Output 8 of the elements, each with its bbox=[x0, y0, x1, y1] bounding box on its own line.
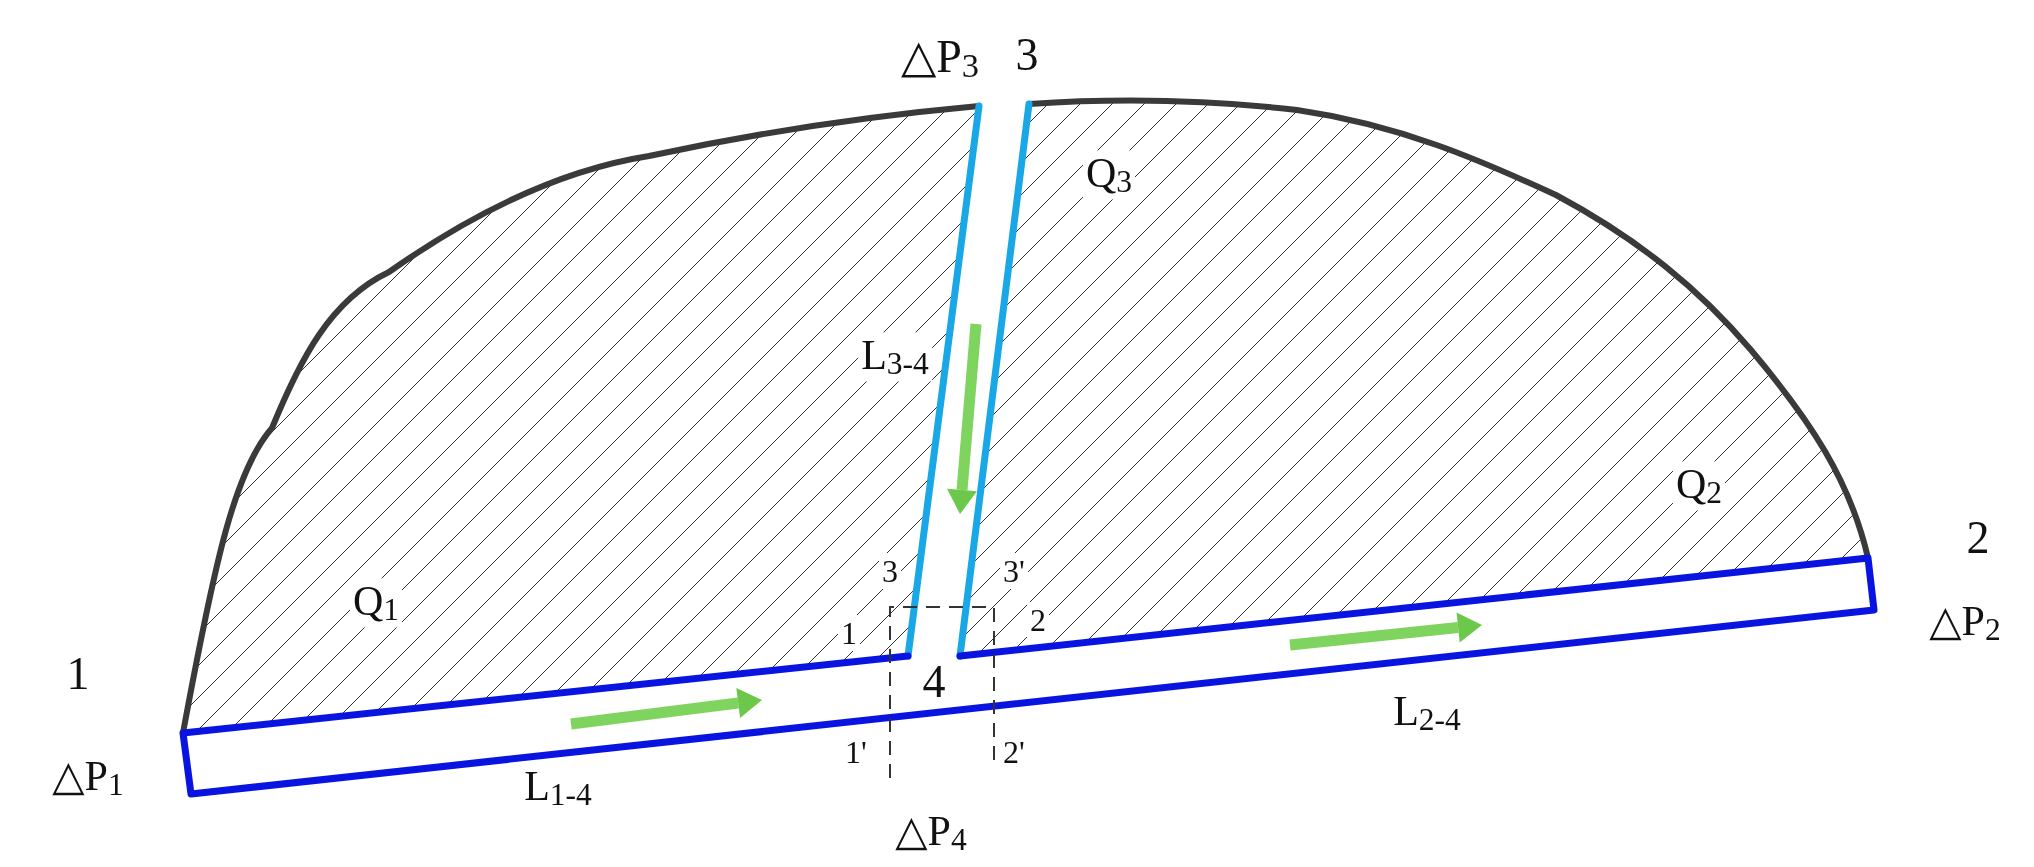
point-label: Q$_{2}$ bbox=[1672, 461, 1726, 511]
point-label: 3' bbox=[1000, 553, 1028, 589]
point-label: 1 bbox=[838, 615, 860, 651]
point-label: 2 bbox=[1027, 602, 1049, 638]
point-label: Q$_{1}$ bbox=[349, 578, 403, 628]
point-label: 3 bbox=[879, 553, 901, 589]
point-label: Q$_{3}$ bbox=[1082, 150, 1136, 200]
point-label: L$_{3-4}$ bbox=[858, 332, 932, 382]
